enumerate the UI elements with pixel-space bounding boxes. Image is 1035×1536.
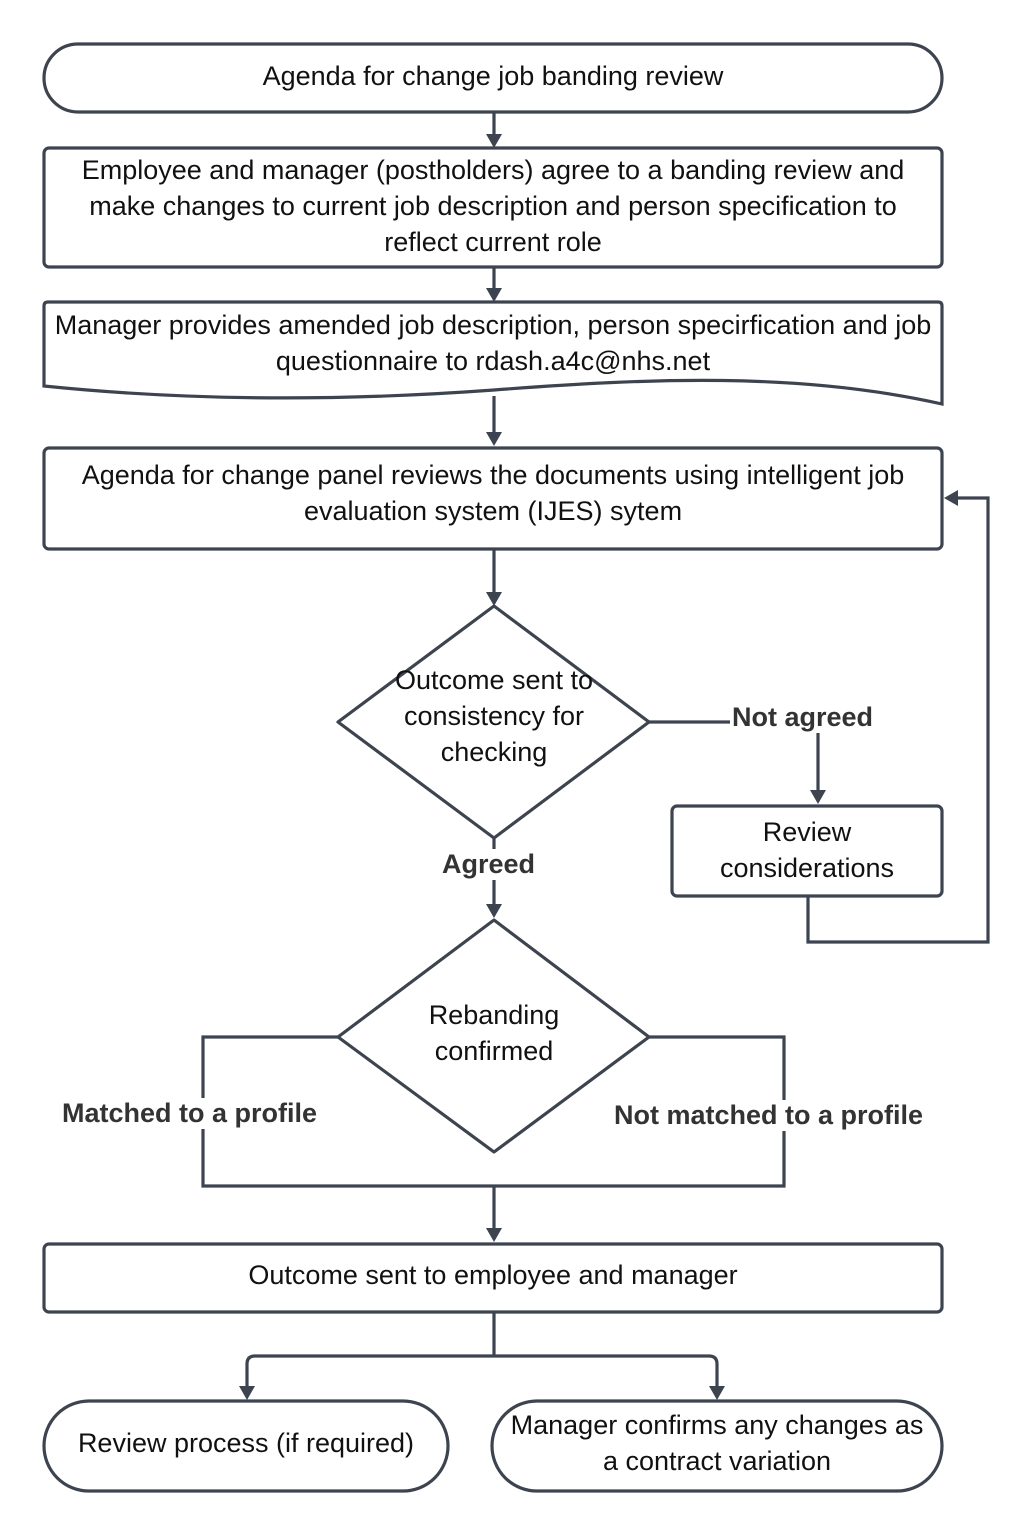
not-agreed-label: Not agreed (730, 702, 876, 733)
consistency-label: Outcome sent to consistency for checking (394, 665, 594, 767)
panel-label: Agenda for change panel reviews the docu… (81, 460, 905, 526)
connector-outcome-split (245, 1312, 719, 1388)
arrowhead (709, 1386, 725, 1400)
considerations-box (670, 804, 944, 898)
contract-label: Manager confirms any changes as a contra… (510, 1410, 924, 1476)
arrowhead (486, 432, 502, 446)
agree-label: Employee and manager (postholders) agree… (81, 155, 905, 257)
outcome-process-box (42, 1242, 944, 1314)
provide-label: Manager provides amended job description… (54, 310, 932, 376)
panel-process-box (42, 446, 944, 551)
consistency-decision (336, 604, 651, 840)
provide-document-shape (42, 300, 944, 407)
arrowhead (486, 592, 502, 606)
arrowhead (944, 490, 958, 506)
outcome-label: Outcome sent to employee and manager (248, 1260, 738, 1290)
arrowhead (486, 904, 502, 918)
considerations-label: Review considerations (719, 817, 895, 883)
contract-terminator (490, 1399, 944, 1493)
not-matched-label: Not matched to a profile (612, 1100, 926, 1131)
arrowhead (486, 1228, 502, 1242)
review-process-terminator (42, 1399, 450, 1493)
rebanding-decision (336, 918, 651, 1154)
arrowhead (486, 134, 502, 148)
start-label: Agenda for change job banding review (262, 61, 724, 91)
start-terminator (42, 42, 944, 114)
arrowhead (239, 1386, 255, 1400)
rebanding-label: Rebanding confirmed (428, 1000, 560, 1066)
agreed-label: Agreed (440, 849, 538, 880)
arrowhead (486, 288, 502, 302)
arrowhead (810, 790, 826, 804)
connector-loop-back (806, 496, 990, 944)
agree-process-box (42, 146, 944, 269)
matched-label: Matched to a profile (60, 1098, 320, 1129)
review-process-label: Review process (if required) (77, 1428, 415, 1458)
